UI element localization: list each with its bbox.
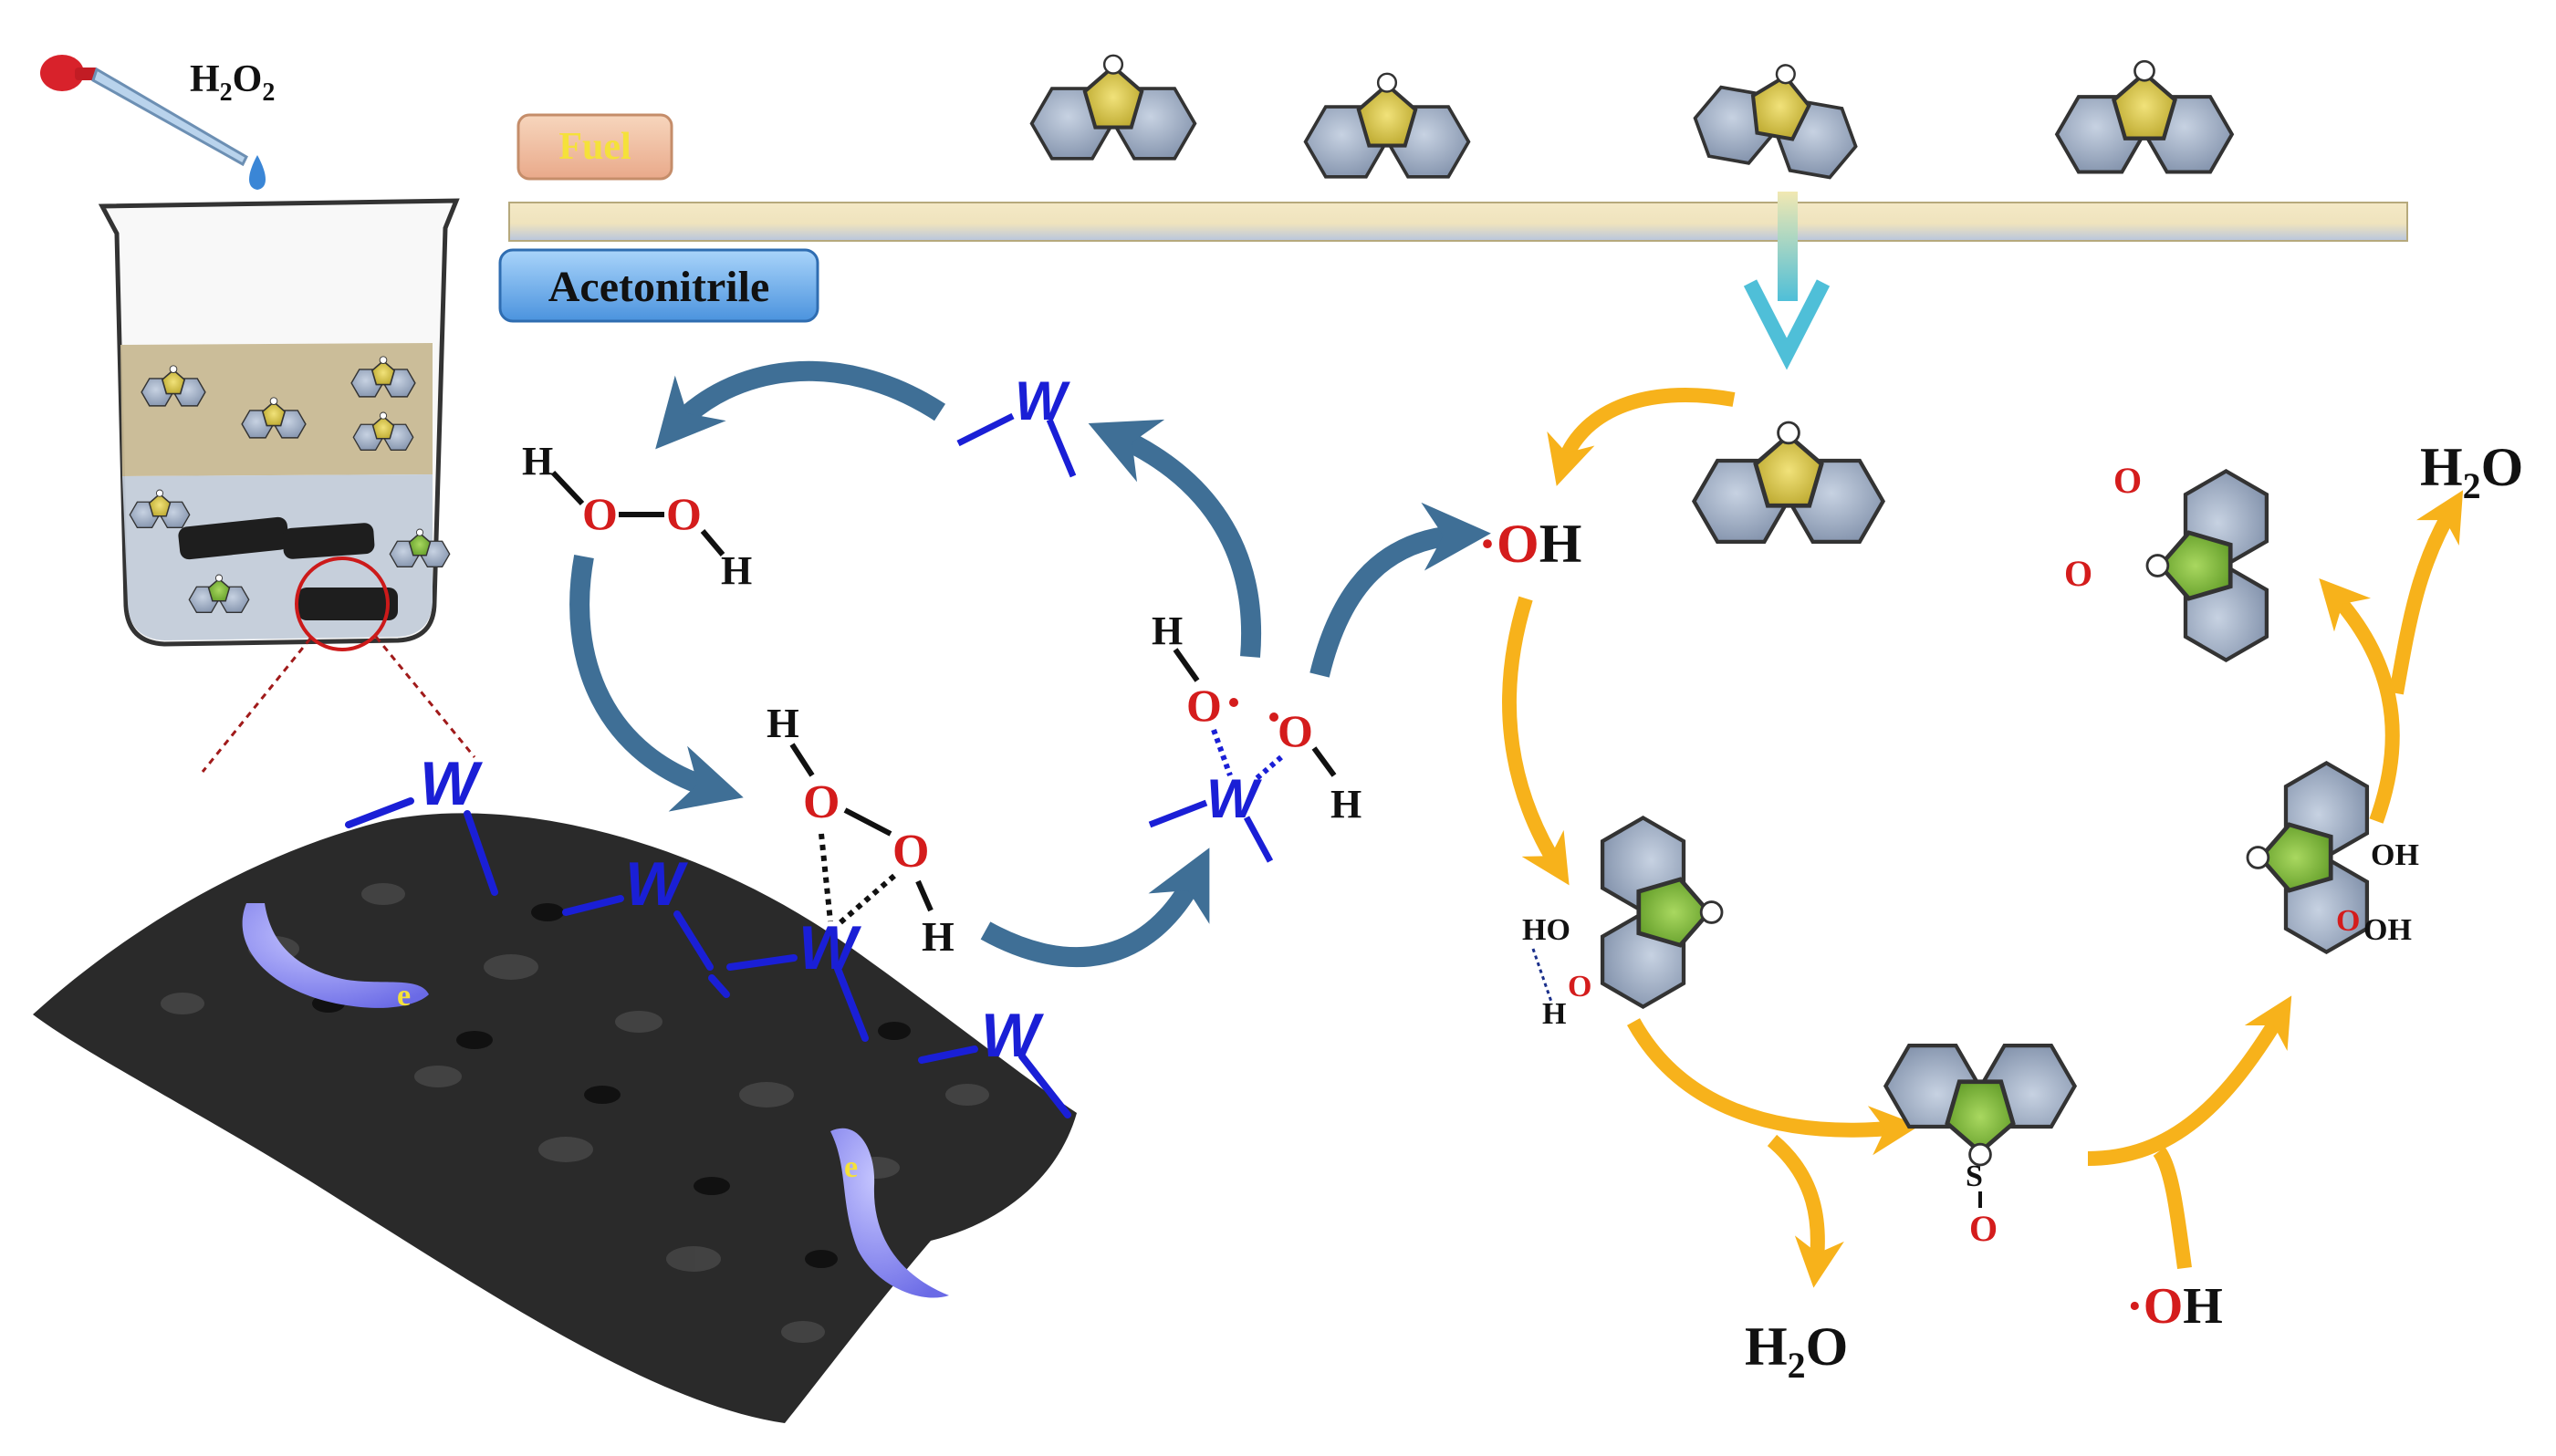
svg-text:O: O [2336,904,2360,938]
surface-w-sites: W W W W [420,749,1045,1070]
svg-text:O: O [666,488,702,539]
svg-text:e: e [397,979,411,1013]
svg-text:OH: OH [2363,913,2412,947]
svg-text:O: O [803,776,840,828]
w-dihydroxyl-intermediate: H O O H W [1148,608,1361,863]
svg-text:O: O [582,488,618,539]
dbt-adsorbed [1694,422,1883,542]
dbt-hydroxyl-intermediate [1602,817,1722,1006]
svg-text:W: W [798,913,862,983]
svg-text:O: O [1568,970,1591,1004]
acetonitrile-label: Acetonitrile [548,263,770,311]
fuel-box [516,113,673,181]
svg-text:H: H [721,548,752,593]
svg-text:O: O [2113,460,2142,501]
h2o-byproduct-1: H2O [1745,1316,1848,1386]
electron-1: e [242,903,429,1013]
oh-radical-2: ·OH [2126,1278,2223,1335]
catalyst-particles-in-beaker [178,516,398,620]
svg-text:O: O [2064,553,2092,594]
oh-radical-label: ·OH [1478,514,1581,574]
svg-text:HO: HO [1522,913,1570,947]
svg-text:H: H [922,913,955,960]
dbt-in-fuel [1032,51,2232,181]
porous-support: e e W W W W [33,749,1077,1423]
h2o2-label: H2O2 [190,58,275,107]
svg-text:H: H [1152,608,1183,653]
svg-text:H: H [1330,782,1361,827]
svg-text:OH: OH [2371,838,2419,872]
svg-text:W: W [420,749,484,818]
w-site-top: W [1015,370,1070,432]
phase-bar: Fuel Acetonitrile [498,113,2408,370]
zoom-circle [295,556,390,651]
w-catalytic-cycle: W H O O H H O O H [522,360,1491,968]
acetonitrile-box [498,248,819,323]
transfer-arrow [1743,279,1831,370]
svg-text:O: O [1969,1208,1998,1249]
svg-text:W: W [981,1001,1045,1070]
electron-2: e [830,1128,949,1298]
h2o2-molecule: H O O H [522,439,752,593]
svg-text:W: W [1206,768,1262,829]
svg-text:H: H [522,439,553,484]
svg-text:O: O [892,826,929,878]
svg-text:H: H [1542,997,1566,1031]
dropper-icon [40,55,248,167]
svg-text:S: S [1966,1160,1983,1193]
h2o-byproduct-2: H2O [2420,437,2523,506]
svg-text:H: H [767,700,799,746]
beaker-illustration: H2O2 [40,55,476,773]
adsorbed-h2o2: H O O H [767,700,955,960]
svg-text:W: W [625,849,689,919]
svg-text:O: O [1278,705,1313,756]
oxidation-cycle: ·OH HO O H H2O S O ·OH OH OH O H2 [1478,388,2523,1386]
dbt-sulfone-product [2147,471,2267,660]
svg-text:O: O [1186,680,1222,731]
dbt-sulfoxide [1885,1045,2074,1165]
svg-text:e: e [844,1150,858,1184]
fuel-label: Fuel [558,126,631,168]
